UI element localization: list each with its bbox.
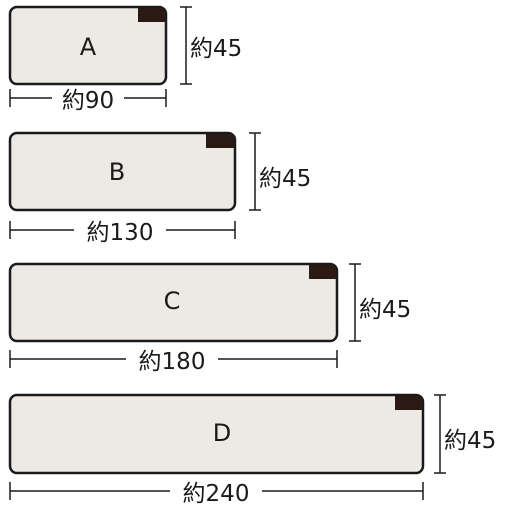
panel-a-height-label: 約45: [190, 36, 242, 62]
panel-b-corner-tab: [206, 134, 234, 148]
panel-a-corner-tab: [138, 8, 165, 22]
panel-d: [8, 393, 425, 475]
panel-c-width-label: 約180: [139, 349, 206, 375]
panel-b-letter: B: [109, 158, 125, 186]
panel-c-group: C 約180 約45: [8, 262, 411, 375]
panel-b-group: B 約130 約45: [8, 131, 311, 246]
panel-c-corner-tab: [309, 265, 336, 279]
panel-d-corner-tab: [395, 396, 422, 410]
panel-c: [8, 262, 339, 343]
panel-a: [8, 5, 168, 86]
panel-a-group: A 約90 約45: [8, 5, 242, 114]
panel-a-width-label: 約90: [62, 88, 114, 114]
panel-c-height-label: 約45: [359, 297, 411, 323]
panel-c-letter: C: [164, 287, 181, 315]
panel-b-height-label: 約45: [259, 166, 311, 192]
panel-d-group: D 約240 約45: [8, 393, 496, 507]
panel-a-letter: A: [80, 33, 97, 61]
panel-d-height-label: 約45: [444, 428, 496, 454]
panel-b-width-label: 約130: [87, 220, 154, 246]
panel-b: [8, 131, 237, 212]
panel-d-width-label: 約240: [183, 481, 250, 507]
panel-d-letter: D: [213, 419, 231, 447]
